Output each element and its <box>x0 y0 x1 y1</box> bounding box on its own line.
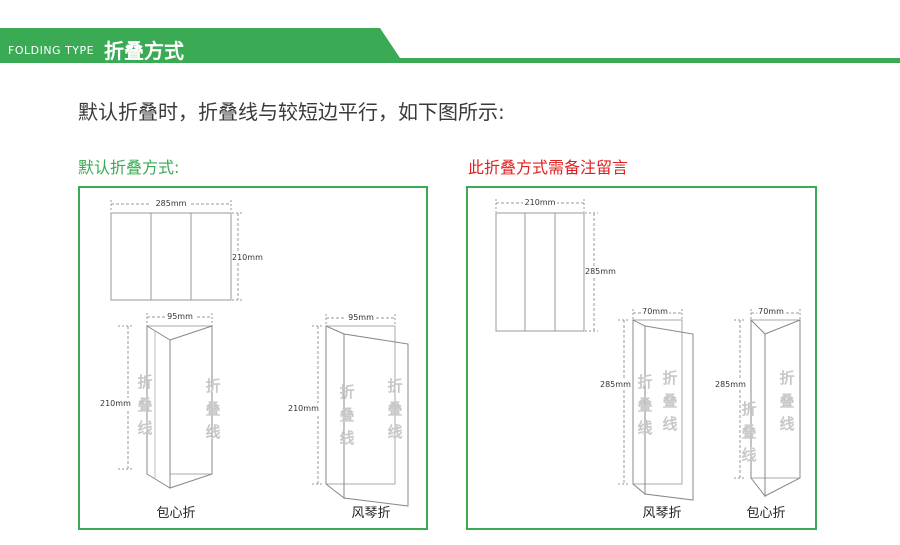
right-accordion-height-label: 285mm <box>600 380 631 389</box>
left-accordion-height-label: 210mm <box>288 404 319 413</box>
left-accordion-fold-diagram: 95mm 210mm 折 叠 线 折 叠 线 风琴折 <box>288 312 409 521</box>
left-accordion-width-label: 95mm <box>348 313 374 322</box>
right-wrap-height-label: 285mm <box>715 380 746 389</box>
fold-line-char: 叠 <box>205 400 220 418</box>
left-wrap-fold-diagram: 95mm 210mm 折 叠 线 折 叠 线 包心折 <box>100 311 221 521</box>
left-subtitle: 默认折叠方式: <box>78 158 180 177</box>
right-accordion-fold-diagram: 70mm 285mm 折 叠 线 折 叠 线 风琴折 <box>600 306 694 521</box>
right-sheet-width-label: 210mm <box>525 198 556 207</box>
left-flat-sheet: 285mm 210mm <box>110 198 266 301</box>
left-accordion-caption: 风琴折 <box>351 506 390 521</box>
left-wrap-width-label: 95mm <box>167 312 193 321</box>
left-sheet-width-label: 285mm <box>156 199 187 208</box>
fold-line-char: 叠 <box>779 392 794 410</box>
fold-line-char: 线 <box>741 446 756 464</box>
fold-line-char: 线 <box>339 429 354 447</box>
fold-line-char: 折 <box>637 373 652 391</box>
section-header: FOLDING TYPE 折叠方式 <box>0 0 900 64</box>
left-sheet-height-label: 210mm <box>232 253 263 262</box>
header-title: 折叠方式 <box>104 39 184 63</box>
left-panel <box>78 186 428 530</box>
header-banner-shape <box>0 28 900 63</box>
fold-line-char: 线 <box>205 423 220 441</box>
left-wrap-height-label: 210mm <box>100 399 131 408</box>
right-wrap-fold-diagram: 70mm 285mm 折 叠 线 折 叠 线 包心折 <box>715 306 801 521</box>
right-wrap-width-label: 70mm <box>758 307 784 316</box>
right-subtitle: 此折叠方式需备注留言 <box>468 158 629 177</box>
fold-line-char: 折 <box>779 369 794 387</box>
left-wrap-caption: 包心折 <box>156 506 195 521</box>
right-sheet-height-label: 285mm <box>585 267 616 276</box>
fold-line-char: 线 <box>662 415 677 433</box>
fold-line-char: 折 <box>137 373 152 391</box>
fold-line-char: 叠 <box>741 423 756 441</box>
fold-line-char: 线 <box>779 415 794 433</box>
right-flat-sheet: 210mm 285mm <box>495 197 619 332</box>
fold-line-char: 线 <box>137 419 152 437</box>
fold-line-char: 折 <box>205 377 220 395</box>
fold-line-char: 叠 <box>662 392 677 410</box>
right-accordion-width-label: 70mm <box>642 307 668 316</box>
fold-line-char: 折 <box>387 377 402 395</box>
intro-text: 默认折叠时，折叠线与较短边平行，如下图所示: <box>78 100 505 124</box>
header-english-label: FOLDING TYPE <box>8 44 95 57</box>
right-wrap-caption: 包心折 <box>746 506 785 521</box>
right-panel <box>466 186 817 530</box>
right-accordion-caption: 风琴折 <box>642 506 681 521</box>
fold-line-char: 叠 <box>637 396 652 414</box>
fold-line-char: 叠 <box>387 400 402 418</box>
fold-line-char: 折 <box>339 383 354 401</box>
fold-line-char: 叠 <box>339 406 354 424</box>
fold-line-char: 线 <box>387 423 402 441</box>
fold-line-char: 折 <box>741 400 756 418</box>
fold-line-char: 叠 <box>137 396 152 414</box>
fold-line-char: 折 <box>662 369 677 387</box>
fold-line-char: 线 <box>637 419 652 437</box>
